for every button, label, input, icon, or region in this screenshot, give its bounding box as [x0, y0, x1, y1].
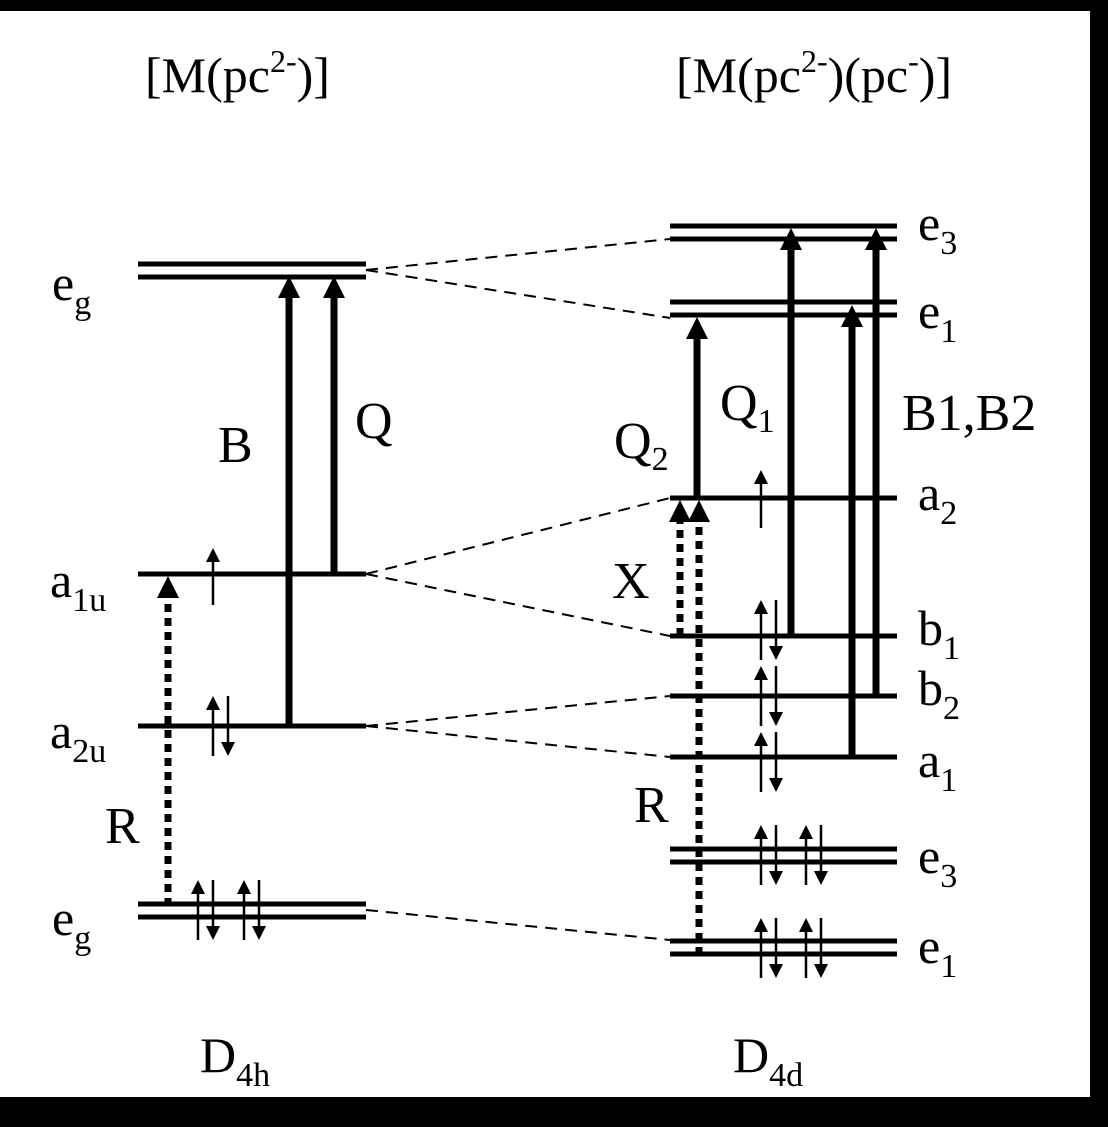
- correlation-line-a1u-b1: [365, 573, 671, 637]
- spin-e3-bottom-1-down-spin-icon-head: [769, 871, 783, 885]
- right-title: [M(pc2-)(pc-)]: [676, 43, 952, 103]
- arrow-X-head: [669, 500, 691, 522]
- spin-b1-up-spin-icon-head: [754, 600, 768, 614]
- transition-label-B1B2: B1,B2: [902, 385, 1036, 442]
- correlation-line-a2u-a1: [365, 725, 671, 758]
- level-label-a1: a1: [918, 732, 957, 799]
- level-label-eg-top: eg: [52, 255, 91, 322]
- level-label-a2u: a2u: [50, 703, 106, 770]
- spin-eg-bottom-1-up-spin-icon-head: [191, 880, 205, 894]
- electron-spins: [191, 470, 828, 978]
- transition-label-Q2: Q2: [614, 413, 669, 478]
- spin-e1-bottom-1-down-spin-icon-head: [769, 964, 783, 978]
- level-label-a1u: a1u: [50, 552, 106, 619]
- spin-b2-down-spin-icon-head: [769, 712, 783, 726]
- spin-eg-bottom-2-up-spin-icon-head: [237, 880, 251, 894]
- transition-label-Q: Q: [355, 393, 393, 450]
- correlation-line-eg_bottom-e1_bottom: [365, 909, 671, 941]
- level-label-b2: b2: [918, 660, 960, 727]
- spin-a2u-down-spin-icon-head: [221, 742, 235, 756]
- transition-label-B: B: [218, 417, 253, 474]
- arrow-Q1-head: [780, 228, 802, 250]
- spin-e1-bottom-2-up-spin-icon-head: [799, 918, 813, 932]
- energy-levels: [138, 223, 897, 957]
- arrow-R-right-head: [688, 500, 710, 522]
- spin-e1-bottom-1-up-spin-icon-head: [754, 918, 768, 932]
- spin-eg-bottom-1-down-spin-icon-head: [206, 926, 220, 940]
- correlation-line-a2u-b2: [365, 695, 671, 727]
- level-label-e1-bottom: e1: [918, 918, 957, 985]
- transition-label-R-right: R: [634, 777, 669, 834]
- correlation-line-eg_top-e1_top: [365, 269, 671, 319]
- arrow-B-head: [278, 276, 300, 298]
- spin-a1u-up-spin-icon-head: [206, 548, 220, 562]
- arrow-Q2-head: [686, 317, 708, 339]
- arrow-B1-head: [841, 305, 863, 327]
- level-label-b1: b1: [918, 600, 960, 667]
- spin-eg-bottom-2-down-spin-icon-head: [252, 926, 266, 940]
- symmetry-label-d4d: D4d: [733, 1027, 803, 1094]
- transition-arrows: [157, 228, 887, 955]
- correlation-line-eg_top-e3_top: [365, 238, 671, 271]
- spin-e1-bottom-2-down-spin-icon-head: [814, 964, 828, 978]
- transition-label-Q1: Q1: [720, 375, 775, 440]
- arrow-Q-head: [323, 276, 345, 298]
- arrow-B2-head: [865, 228, 887, 250]
- level-label-eg-bottom: eg: [52, 890, 91, 957]
- spin-b2-up-spin-icon-head: [754, 666, 768, 680]
- symmetry-label-d4h: D4h: [200, 1027, 270, 1094]
- spin-a2-up-spin-icon-head: [754, 470, 768, 484]
- transition-label-R-left: R: [105, 798, 140, 855]
- spin-e3-bottom-2-up-spin-icon-head: [799, 825, 813, 839]
- level-label-e1-top: e1: [918, 283, 957, 350]
- level-label-a2: a2: [918, 465, 957, 532]
- arrow-R-left-head: [157, 576, 179, 598]
- level-label-e3-bottom: e3: [918, 828, 957, 895]
- spin-a1-down-spin-icon-head: [769, 778, 783, 792]
- spin-e3-bottom-2-down-spin-icon-head: [814, 871, 828, 885]
- spin-e3-bottom-1-up-spin-icon-head: [754, 825, 768, 839]
- spin-b1-down-spin-icon-head: [769, 646, 783, 660]
- spin-a1-up-spin-icon-head: [754, 732, 768, 746]
- correlation-lines: [365, 238, 671, 941]
- transition-label-X: X: [612, 553, 650, 610]
- correlation-line-a1u-a2: [365, 497, 671, 575]
- level-label-e3-top: e3: [918, 195, 957, 262]
- spin-a2u-up-spin-icon-head: [206, 696, 220, 710]
- left-title: [M(pc2-)]: [145, 43, 330, 103]
